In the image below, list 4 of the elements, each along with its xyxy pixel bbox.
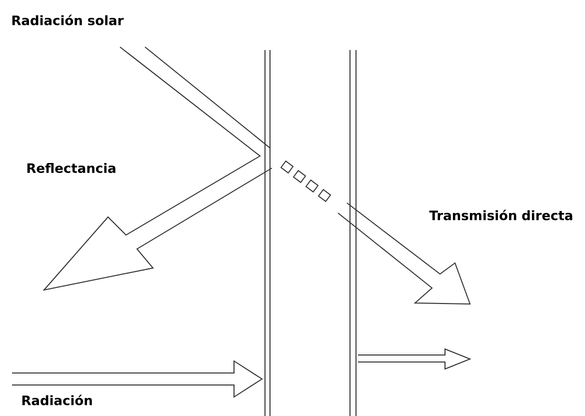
label-text: Radiación: [22, 394, 92, 406]
label-text: Radiación solar: [12, 14, 124, 26]
label-text: Transmisión directa: [429, 210, 572, 220]
label-text: Reflectancia: [27, 162, 116, 174]
